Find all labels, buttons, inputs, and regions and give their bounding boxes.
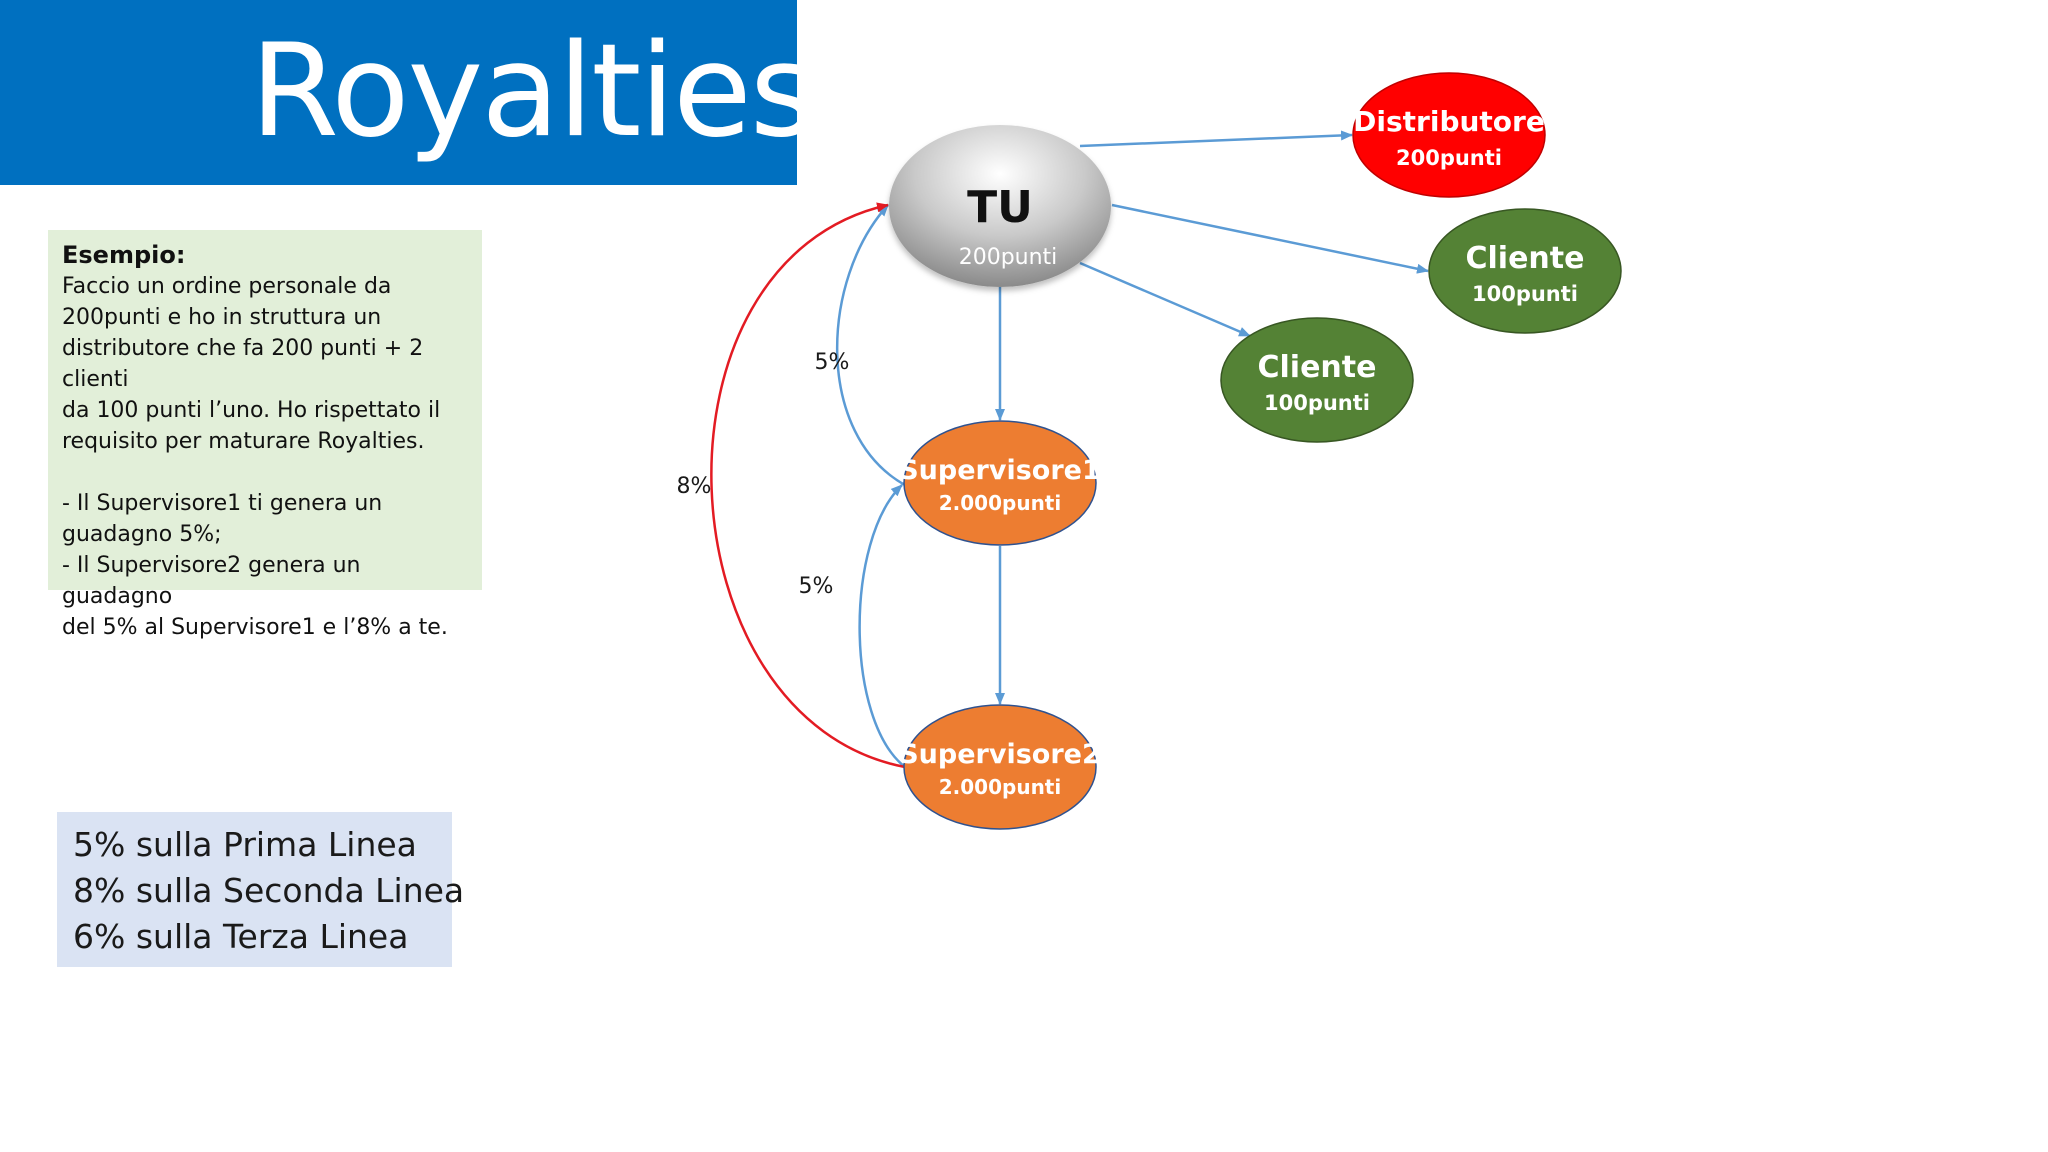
arrow-supervisore2-to-tu [710, 202, 906, 769]
node-supervisore2-name: Supervisore2 [899, 739, 1101, 770]
example-bullet-line: - Il Supervisore2 genera un guadagno [62, 553, 361, 609]
example-line: Faccio un ordine personale da [62, 274, 392, 299]
arrow-tu-to-cliente2 [1079, 261, 1251, 338]
node-distributore: Distributore 200punti [1352, 72, 1546, 198]
node-cliente-1-name: Cliente [1466, 241, 1585, 276]
node-supervisore1-points: 2.000punti [939, 491, 1061, 515]
arrow-supervisore1-to-tu [835, 204, 906, 487]
node-supervisore1: Supervisore1 2.000punti [899, 420, 1101, 546]
example-box: Esempio: Faccio un ordine personale da 2… [48, 230, 482, 640]
arrow-supervisore2-to-supervisore1 [858, 484, 906, 768]
royalty-line-second: 8% sulla Seconda Linea [73, 871, 465, 910]
arrow-tu-to-cliente1 [1111, 203, 1429, 274]
node-cliente-2-points: 100punti [1264, 391, 1370, 415]
royalty-line-first: 5% sulla Prima Linea [73, 825, 417, 864]
title-bar: Royalties [0, 0, 816, 185]
arrow-tu-to-distributore [1079, 130, 1353, 148]
node-supervisore2: Supervisore2 2.000punti [899, 704, 1101, 830]
node-supervisore1-name: Supervisore1 [899, 455, 1101, 486]
edge-label-sup1-to-tu: 5% [815, 350, 850, 375]
royalty-line-third: 6% sulla Terza Linea [73, 917, 409, 956]
edge-label-sup2-to-tu: 8% [677, 474, 712, 499]
example-heading: Esempio: [62, 241, 186, 269]
example-line: da 100 punti l’uno. Ho rispettato il [62, 398, 441, 423]
royalty-lines-box: 5% sulla Prima Linea 8% sulla Seconda Li… [57, 812, 465, 967]
node-distributore-points: 200punti [1396, 146, 1502, 170]
page-title: Royalties [250, 17, 816, 166]
edge-label-sup2-to-sup1: 5% [799, 574, 834, 599]
node-cliente-2: Cliente 100punti [1220, 317, 1414, 443]
node-cliente-1-points: 100punti [1472, 282, 1578, 306]
node-distributore-name: Distributore [1353, 105, 1545, 138]
example-bullet-line: del 5% al Supervisore1 e l’8% a te. [62, 615, 448, 640]
example-line: distributore che fa 200 punti + 2 client… [62, 336, 424, 392]
example-bullet-line: guadagno 5%; [62, 522, 222, 547]
example-bullet-line: - Il Supervisore1 ti genera un [62, 491, 383, 516]
node-tu: TU 200punti [889, 125, 1111, 287]
node-tu-name: TU [967, 182, 1033, 233]
node-tu-points: 200punti [959, 245, 1058, 270]
node-supervisore2-points: 2.000punti [939, 775, 1061, 799]
node-cliente-2-name: Cliente [1258, 350, 1377, 385]
example-line: requisito per maturare Royalties. [62, 429, 425, 454]
example-line: 200punti e ho in struttura un [62, 305, 382, 330]
node-cliente-1: Cliente 100punti [1428, 208, 1622, 334]
